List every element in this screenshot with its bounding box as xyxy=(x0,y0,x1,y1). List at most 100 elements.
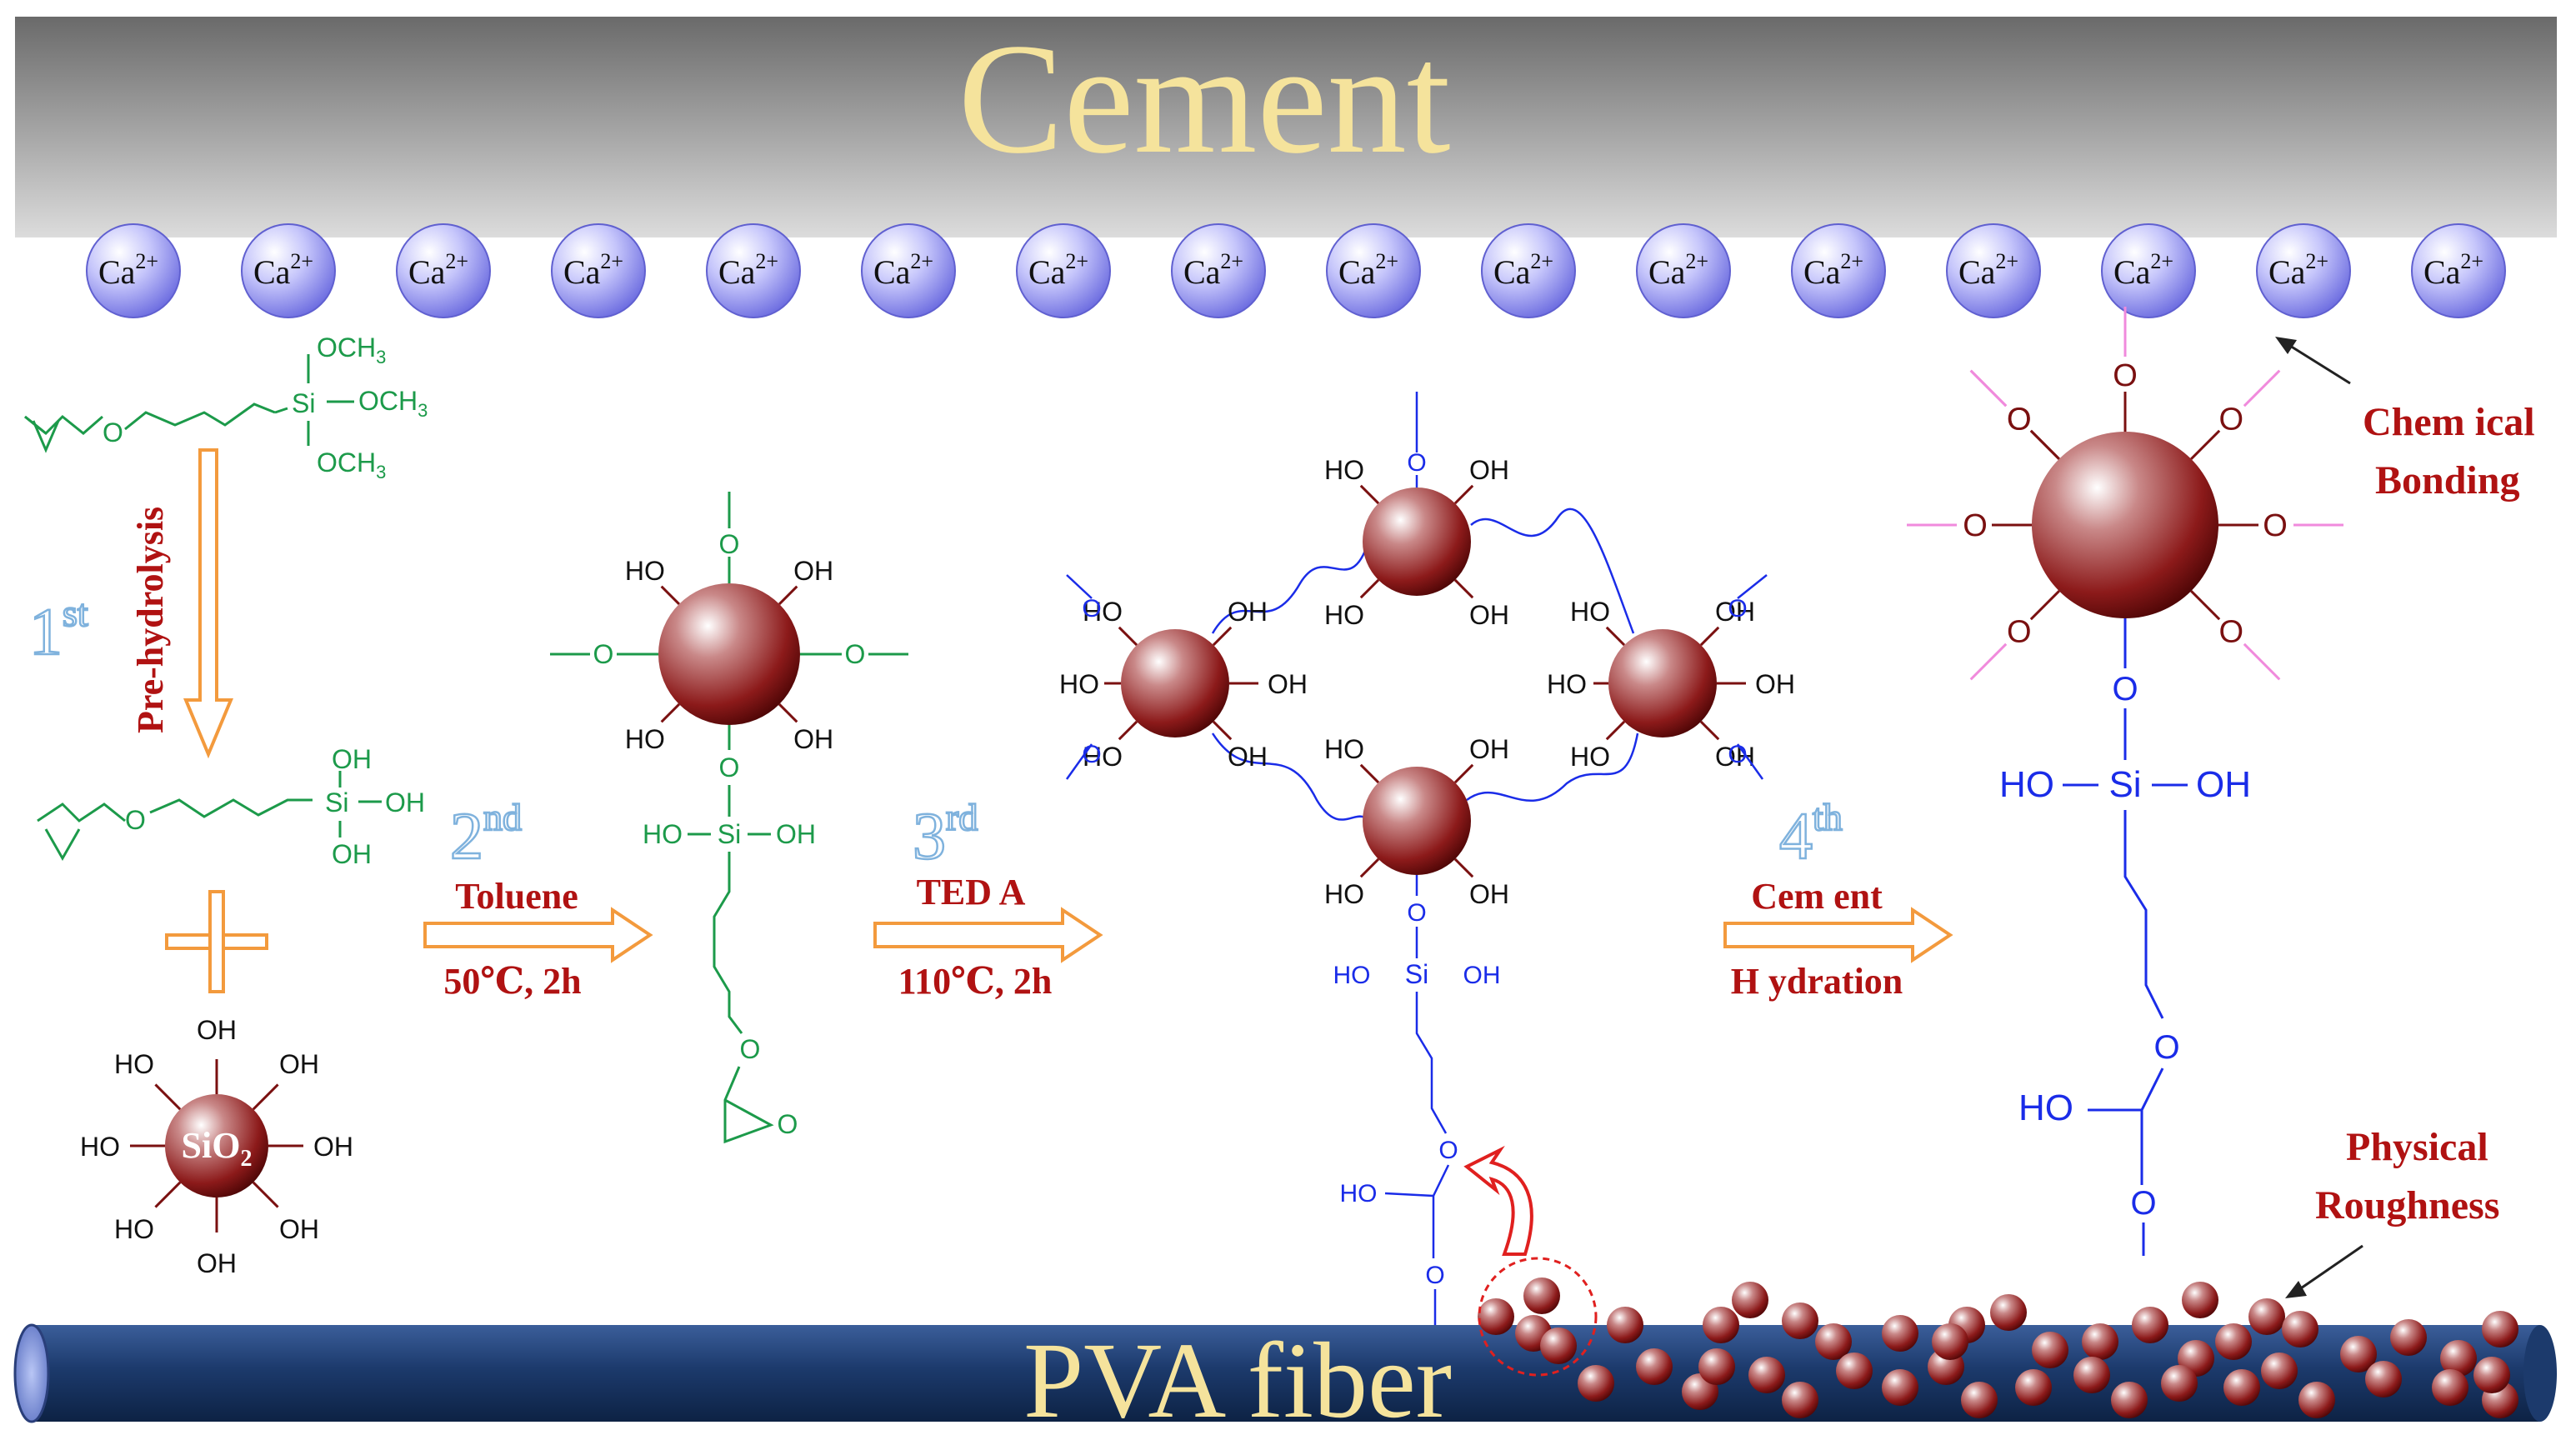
pva-fiber-label: PVA fiber xyxy=(1023,1321,1452,1441)
physical-roughness-pointer-head xyxy=(2285,1281,2307,1298)
pendant-oxygen-label: O xyxy=(1728,595,1747,622)
pre-hydrolysis-arrow xyxy=(183,448,233,759)
epoxide-ring xyxy=(723,1066,774,1144)
chemical-bonding-label-line2: Bonding xyxy=(2375,458,2519,502)
calcium-ion-sphere xyxy=(1791,223,1886,318)
calcium-ion-sphere xyxy=(1636,223,1731,318)
sio2-formula: SiO2 xyxy=(182,1125,253,1172)
hydroxyl-label: HO xyxy=(1324,600,1364,630)
roughness-particle xyxy=(2132,1307,2168,1343)
hydroxyl-bond xyxy=(1453,578,1474,599)
chemical-bonding-label-line1: Chem ical xyxy=(2363,400,2535,444)
calcium-ion: Ca2+ xyxy=(2256,223,2351,318)
roughness-particle xyxy=(1836,1352,1873,1389)
polymer-link xyxy=(1211,541,1370,634)
hydroxyl-bond xyxy=(1699,626,1720,647)
silica-sphere xyxy=(658,583,800,725)
calcium-ion: Ca2+ xyxy=(706,223,801,318)
hydroxyl-bond xyxy=(778,703,798,723)
calcium-ion-label: Ca2+ xyxy=(718,249,778,291)
calcium-ion: Ca2+ xyxy=(551,223,646,318)
pendant-bond xyxy=(1736,743,1764,780)
roughness-particle xyxy=(2223,1369,2260,1406)
pendant-bond xyxy=(1066,574,1093,599)
roughness-particle xyxy=(1748,1357,1785,1393)
step2-solvent: Toluene xyxy=(455,876,578,917)
roughness-particle xyxy=(1882,1369,1918,1406)
calcium-ion-sphere xyxy=(396,223,491,318)
calcium-ion: Ca2+ xyxy=(86,223,181,318)
calcium-bond xyxy=(2243,369,2281,408)
hydroxyl-bond xyxy=(1212,720,1233,741)
calcium-bond xyxy=(1969,369,2008,408)
roughness-particle xyxy=(1732,1282,1768,1318)
hydroxyl-label: OH xyxy=(1469,600,1509,630)
hydroxyl-label: HO xyxy=(1324,734,1364,764)
surface-oxygen-label: O xyxy=(2007,402,2032,438)
chain-hydroxyl-label: OH xyxy=(2196,764,2251,805)
hydroxyl-bond xyxy=(660,585,680,605)
calcium-ion-label: Ca2+ xyxy=(1338,249,1398,291)
hydroxyl-label: OH xyxy=(1469,455,1509,485)
roughness-particle xyxy=(1990,1294,2027,1331)
chain-hydroxyl-label: HO xyxy=(1999,764,2054,805)
hydrolyzed-si-label: Si xyxy=(325,788,348,818)
sio2-bond xyxy=(154,1083,182,1111)
calcium-ion-sphere xyxy=(861,223,956,318)
roughness-particle xyxy=(1961,1382,1998,1418)
roughness-particle xyxy=(1815,1323,1852,1360)
calcium-ion-sphere xyxy=(1326,223,1421,318)
calcium-ion-label: Ca2+ xyxy=(98,249,158,291)
hydroxyl-label: OH xyxy=(1755,669,1795,699)
calcium-ion-sphere xyxy=(86,223,181,318)
hydroxyl-bond xyxy=(660,703,680,723)
hydroxyl-label: OH xyxy=(1715,742,1755,772)
hydroxyl-label: HO xyxy=(625,724,665,754)
roughness-particle xyxy=(1782,1382,1818,1418)
sio2-sphere xyxy=(165,1094,268,1198)
chain-oxygen-label: O xyxy=(1425,1262,1444,1289)
calcium-ion: Ca2+ xyxy=(241,223,336,318)
roughness-particle xyxy=(2482,1311,2518,1348)
roughness-particle xyxy=(2015,1369,2052,1406)
sio2-hydroxyl-label: OH xyxy=(313,1132,353,1162)
step1-number: 1st xyxy=(29,592,88,669)
sio2-bond xyxy=(252,1181,279,1208)
calcium-ion-sphere xyxy=(2411,223,2506,318)
roughness-particle xyxy=(2365,1361,2402,1398)
calcium-ion-label: Ca2+ xyxy=(1648,249,1708,291)
calcium-ion-row: Ca2+ Ca2+ Ca2+ Ca2+ Ca2+ Ca2+ Ca2+ Ca2+ Ca2+ Ca2+… xyxy=(86,223,2506,318)
calcium-ion-sphere xyxy=(1946,223,2041,318)
polymer-link xyxy=(1470,508,1635,634)
chain-oxygen-label: O xyxy=(1407,899,1426,927)
hydroxyl-label: OH xyxy=(1228,597,1268,627)
hydroxyl-label: HO xyxy=(1324,455,1364,485)
calcium-ion: Ca2+ xyxy=(1016,223,1111,318)
physical-roughness-label-line1: Physical xyxy=(2346,1125,2488,1169)
roughness-particle xyxy=(2340,1336,2377,1372)
polymer-link xyxy=(1211,732,1373,826)
chain-oxygen-label: O xyxy=(719,752,740,782)
calcium-ion-label: Ca2+ xyxy=(1183,249,1243,291)
pendant-bond xyxy=(1065,743,1093,780)
step4-arrow xyxy=(1723,907,1953,963)
calcium-ion-sphere xyxy=(1171,223,1266,318)
hydroxyl-label: OH xyxy=(1469,734,1509,764)
physical-roughness-pointer xyxy=(2295,1244,2363,1293)
svg-text:OCH3: OCH3 xyxy=(317,448,386,482)
roughness-particle xyxy=(2298,1382,2335,1418)
calcium-bond xyxy=(2243,642,2281,681)
sio2-hydroxyl-label: OH xyxy=(279,1214,319,1244)
roughness-particle xyxy=(2432,1369,2468,1406)
hydrolyzed-silane xyxy=(37,771,382,862)
silane-molecule xyxy=(24,354,354,453)
surface-bond xyxy=(2029,429,2060,460)
roughness-particle xyxy=(2215,1323,2252,1360)
calcium-ion-label: Ca2+ xyxy=(1493,249,1553,291)
hydroxyl-label: HO xyxy=(625,556,665,586)
silane-si-label: Si xyxy=(292,388,315,418)
silica-sphere xyxy=(1363,488,1471,596)
sio2-hydroxyl-label: OH xyxy=(197,1248,237,1278)
hydroxyl-label: HO xyxy=(1059,669,1099,699)
